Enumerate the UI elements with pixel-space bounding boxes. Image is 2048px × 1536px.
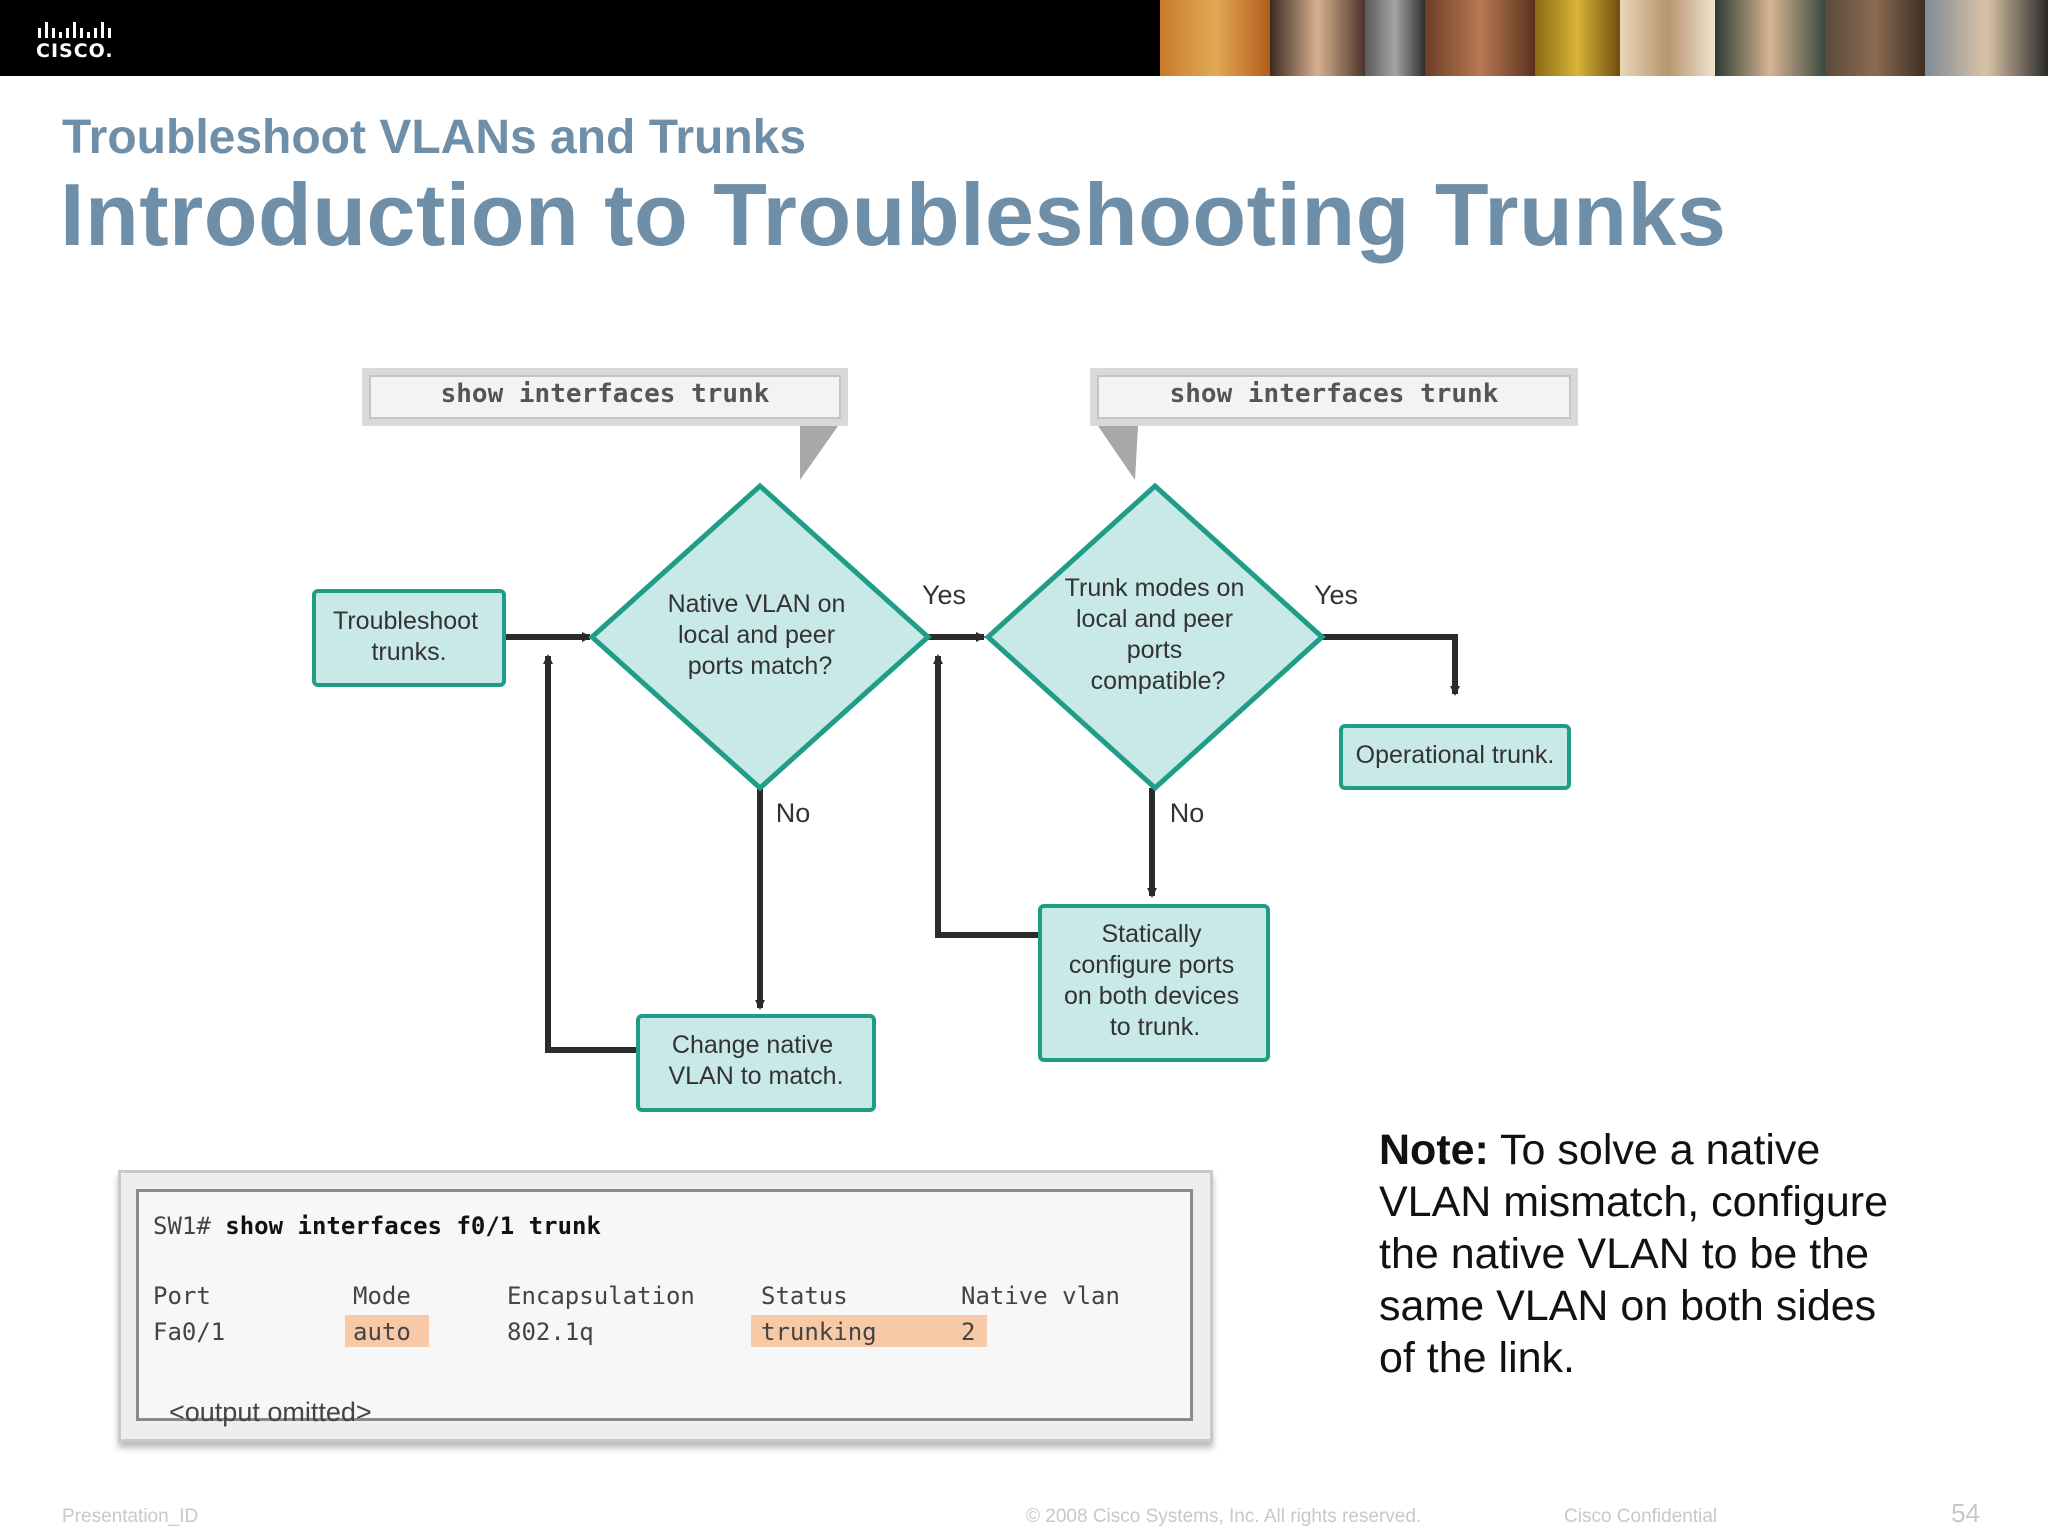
footer-copyright: © 2008 Cisco Systems, Inc. All rights re… [1026,1506,1422,1527]
cli-output-panel: SW1# show interfaces f0/1 trunk Port Mod… [118,1170,1213,1442]
top-banner: CISCO. [0,0,2048,76]
slide-subtitle: Troubleshoot VLANs and Trunks [62,111,807,164]
svg-text:Change native VLAN to ma: Change native VLAN to match. [668,1031,843,1090]
page-number: 54 [1951,1498,1980,1528]
decision2-line: local and peer [1076,605,1233,633]
operational-trunk-box: Operational trunk. [1339,724,1571,790]
cli-header-native-vlan: Native vlan [961,1282,1120,1310]
flow-arrows [504,632,1460,1053]
footer-confidential: Cisco Confidential [1564,1506,1718,1527]
cli-value-mode: auto [353,1318,411,1346]
cli-header-mode: Mode [353,1282,411,1310]
logo-text: CISCO. [36,40,114,62]
change-native-vlan-box: Change native VLAN to match. [636,1014,876,1112]
photo-strip-image [1825,0,1925,76]
fix2-line: Statically [1102,920,1203,948]
svg-text:Trunk modes on local and: Trunk modes on local and peer ports comp… [1065,574,1252,695]
footer-presentation-id: Presentation_ID [62,1506,199,1527]
arrow-decision2-yes [1322,634,1460,696]
callout-right: show interfaces trunk [1090,368,1578,480]
no-label-1: No [776,798,811,828]
decision1-line: local and peer [678,621,835,649]
cisco-logo-icon [38,22,111,38]
cli-command-line: SW1# show interfaces f0/1 trunk [153,1212,601,1240]
decision2-line: Trunk modes on [1065,574,1245,602]
cli-value-port: Fa0/1 [153,1318,226,1346]
statically-configure-box: Statically configure ports on both devic… [1038,904,1270,1062]
decision2-line: compatible? [1091,667,1226,695]
photo-strip-image [1925,0,2048,76]
arrow-fix1-loop [543,654,638,1053]
cli-output-omitted: <output omitted> [169,1397,372,1427]
note-label: Note: [1379,1126,1489,1174]
start-box-line: Troubleshoot [333,607,478,635]
fix2-line: on both devices [1064,982,1239,1010]
cli-value-encapsulation: 802.1q [507,1318,594,1346]
cli-value-status: trunking [761,1318,877,1346]
start-box: Troubleshoot trunks. [312,589,506,687]
cli-header-encapsulation: Encapsulation [507,1282,695,1310]
decision1-line: Native VLAN on [668,590,846,618]
note-body: To solve a native VLAN mismatch, configu… [1379,1126,1889,1382]
start-box-line: trunks. [371,638,446,666]
cli-header-port: Port [153,1282,211,1310]
decision-trunk-modes: Trunk modes on local and peer ports comp… [984,482,1326,792]
svg-text:Troubleshoot trunks.: Troubleshoot trunks. [333,607,485,666]
slide-title: Introduction to Troubleshooting Trunks [60,165,1727,264]
callout-left-text: show interfaces trunk [441,379,770,409]
svg-text:Native VLAN on local and: Native VLAN on local and peer ports matc… [668,590,853,680]
photo-strip-image [1365,0,1425,76]
photo-strip [1160,0,2048,76]
fix2-line: to trunk. [1110,1013,1200,1041]
svg-text:Statically configure por: Statically configure ports on both devic… [1064,920,1246,1041]
photo-strip-image [1270,0,1365,76]
decision1-line: ports match? [688,652,833,680]
no-label-2: No [1170,798,1205,828]
operational-trunk-text: Operational trunk. [1356,741,1555,769]
yes-label-1: Yes [922,580,966,610]
fix1-line: VLAN to match. [668,1062,843,1090]
note-text-block: Note: To solve a native VLAN mismatch, c… [1379,1124,1899,1384]
cli-command: show interfaces f0/1 trunk [225,1212,601,1240]
callout-right-text: show interfaces trunk [1170,379,1499,409]
photo-strip-image [1715,0,1825,76]
photo-strip-image [1160,0,1270,76]
cli-header-status: Status [761,1282,848,1310]
highlight-mode [345,1315,429,1347]
fix1-line: Change native [672,1031,833,1059]
cli-prompt: SW1# [153,1212,211,1240]
highlight-status-vlan [751,1315,987,1347]
photo-strip-image [1620,0,1715,76]
photo-strip-image [1535,0,1620,76]
arrow-fix2-loop [933,654,1040,938]
decision2-line: ports [1127,636,1183,664]
decision-native-vlan: Native VLAN on local and peer ports matc… [588,482,932,792]
callout-left: show interfaces trunk [362,368,848,480]
yes-label-2: Yes [1314,580,1358,610]
cli-output-inner: SW1# show interfaces f0/1 trunk Port Mod… [136,1189,1193,1427]
fix2-line: configure ports [1069,951,1234,979]
cli-value-native-vlan: 2 [961,1318,976,1346]
photo-strip-image [1425,0,1535,76]
